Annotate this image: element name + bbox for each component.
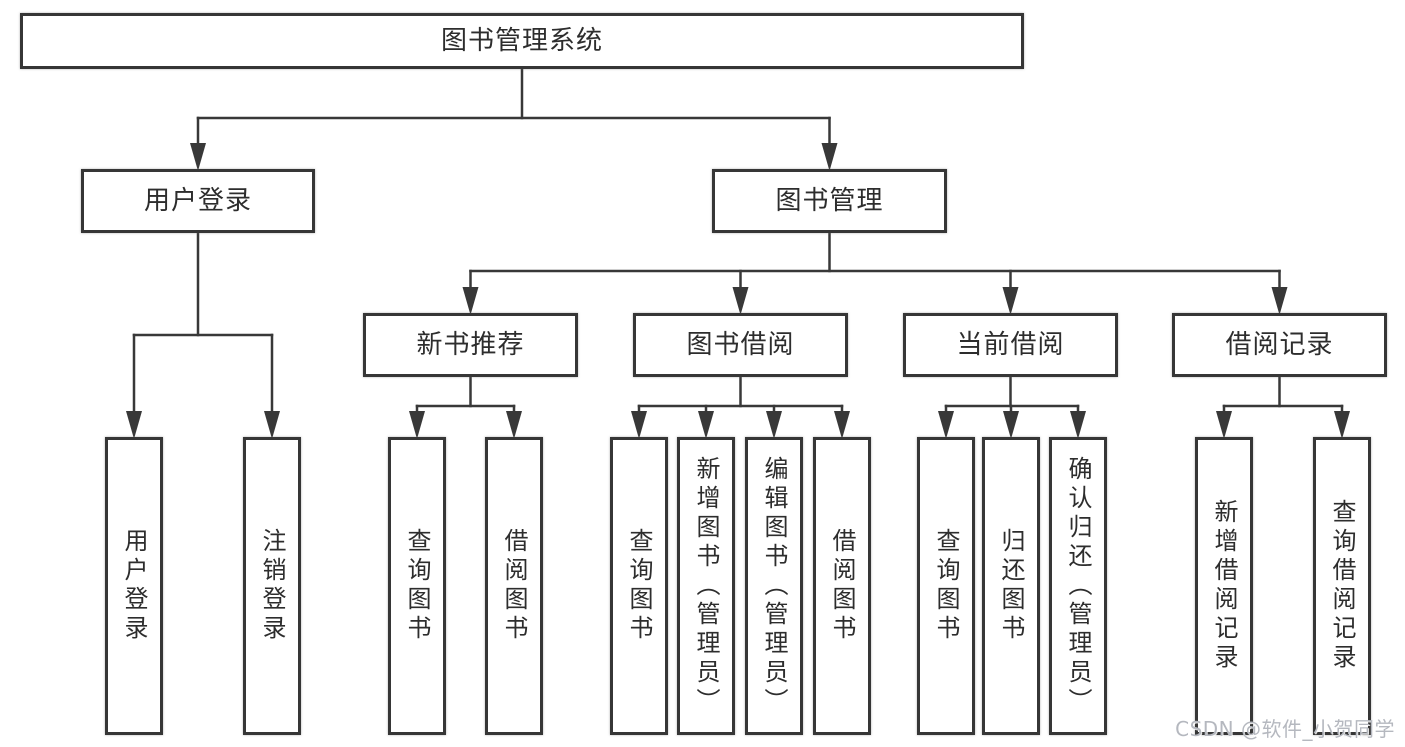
diagram-box-label: 图书管理系统: [440, 26, 603, 56]
connector-current-borrow: [938, 375, 1086, 439]
diagram-box-borrow-records: 借阅记录: [1172, 313, 1387, 377]
diagram-box-label: 查询借阅记录: [1328, 499, 1356, 673]
diagram-box-label: 查询图书: [403, 528, 431, 644]
diagram-box-label: 借阅图书: [500, 528, 528, 644]
connector-arrowhead: [1070, 411, 1086, 439]
diagram-box-leaf-bb-edit: 编辑图书（管理员）: [745, 437, 803, 735]
diagram-box-leaf-logout: 注销登录: [243, 437, 301, 735]
connector-arrowhead: [190, 143, 206, 171]
connector-new-book-rec: [409, 375, 522, 439]
diagram-box-label: 注销登录: [258, 528, 286, 644]
watermark: CSDN @软件_小贺同学: [1175, 717, 1395, 741]
connector-arrowhead: [698, 411, 714, 439]
diagram-box-leaf-rec-query: 查询图书: [388, 437, 446, 735]
diagram-box-label: 借阅图书: [828, 528, 856, 644]
diagram-box-label: 当前借阅: [956, 330, 1065, 360]
connector-arrowhead: [264, 411, 280, 439]
diagram-box-label: 新增图书（管理员）: [692, 455, 720, 717]
connector-arrowhead: [1002, 287, 1019, 315]
connector-arrowhead: [506, 411, 522, 439]
diagram-box-leaf-cb-confirm: 确认归还（管理员）: [1049, 437, 1107, 735]
diagram-box-label: 查询图书: [625, 528, 653, 644]
diagram-box-label: 借阅记录: [1225, 330, 1334, 360]
diagram-box-book-mgmt: 图书管理: [712, 169, 947, 233]
diagram-box-leaf-cb-query: 查询图书: [917, 437, 975, 735]
connector-arrowhead: [1334, 411, 1350, 439]
diagram-box-label: 新增借阅记录: [1210, 499, 1238, 673]
connector-arrowhead: [834, 411, 850, 439]
connector-arrowhead: [1003, 411, 1019, 439]
connector-arrowhead: [938, 411, 954, 439]
diagram-box-label: 归还图书: [997, 528, 1025, 644]
connector-arrowhead: [631, 411, 647, 439]
connector-arrowhead: [821, 143, 838, 171]
connector-arrowhead: [1216, 411, 1232, 439]
diagram-box-label: 图书管理: [775, 186, 884, 216]
diagram-box-label: 新书推荐: [416, 330, 525, 360]
connector-arrowhead: [766, 411, 782, 439]
diagram-box-new-book-rec: 新书推荐: [363, 313, 578, 377]
diagram-box-label: 编辑图书（管理员）: [760, 455, 788, 717]
diagram-box-label: 用户登录: [120, 528, 148, 644]
diagram-box-root: 图书管理系统: [20, 13, 1024, 69]
diagram-box-leaf-user-login: 用户登录: [105, 437, 163, 735]
diagram-box-leaf-cb-return: 归还图书: [982, 437, 1040, 735]
connector-root: [190, 67, 838, 171]
diagram-box-label: 确认归还（管理员）: [1064, 455, 1092, 717]
connector-book-mgmt: [462, 231, 1288, 315]
diagram-box-leaf-br-add: 新增借阅记录: [1195, 437, 1253, 735]
diagram-box-user-login: 用户登录: [81, 169, 315, 233]
diagram-box-leaf-bb-query: 查询图书: [610, 437, 668, 735]
connector-arrowhead: [1271, 287, 1288, 315]
connector-arrowhead: [409, 411, 425, 439]
diagram-box-leaf-bb-add: 新增图书（管理员）: [677, 437, 735, 735]
diagram-box-current-borrow: 当前借阅: [903, 313, 1118, 377]
connector-arrowhead: [732, 287, 749, 315]
diagram-box-leaf-rec-borrow: 借阅图书: [485, 437, 543, 735]
connector-arrowhead: [462, 287, 479, 315]
diagram-box-label: 查询图书: [932, 528, 960, 644]
connector-book-borrow: [631, 375, 850, 439]
diagram-box-leaf-br-query: 查询借阅记录: [1313, 437, 1371, 735]
diagram-box-label: 图书借阅: [686, 330, 795, 360]
connector-arrowhead: [126, 411, 142, 439]
diagram-box-label: 用户登录: [143, 186, 252, 216]
connector-user-login: [126, 231, 280, 439]
diagram-box-leaf-bb-borrow: 借阅图书: [813, 437, 871, 735]
connector-borrow-records: [1216, 375, 1350, 439]
diagram-box-book-borrow: 图书借阅: [633, 313, 848, 377]
